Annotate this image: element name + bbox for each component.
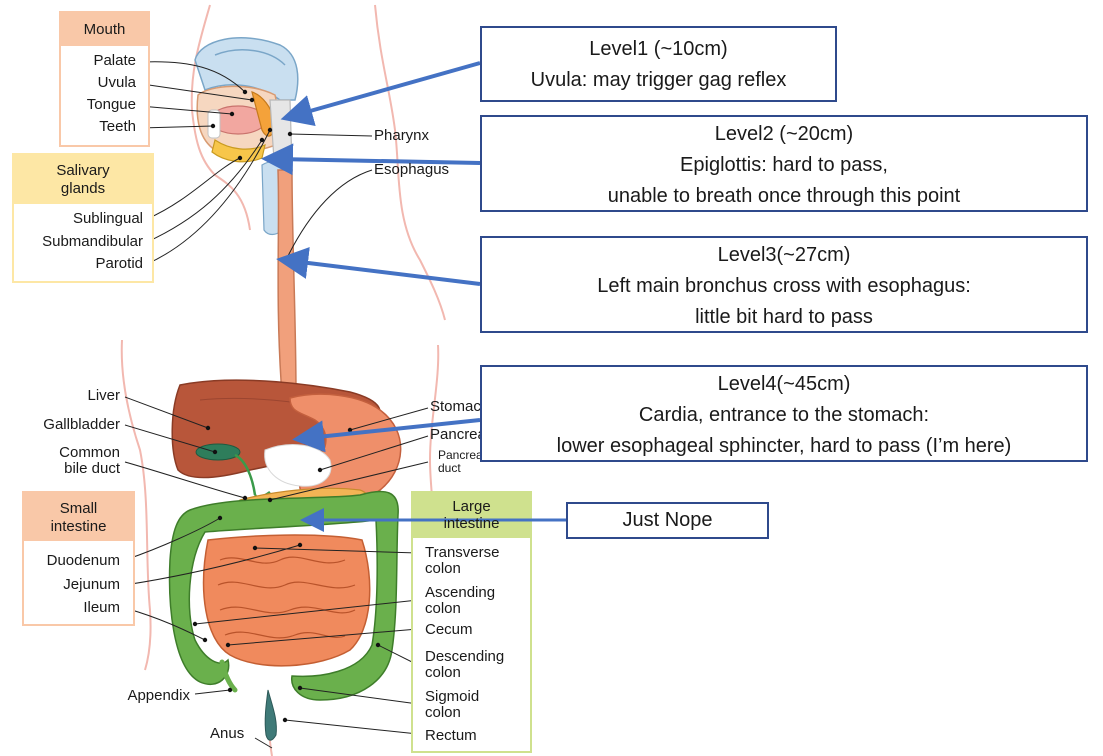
mouth-group: Mouth (60, 12, 149, 146)
callout-level1: Level1 (~10cm) Uvula: may trigger gag re… (480, 26, 837, 102)
callout-level4: Level4(~45cm) Cardia, entrance to the st… (480, 365, 1088, 462)
arrow-level4 (292, 418, 481, 453)
label-duodenum: Duodenum (46, 552, 120, 569)
callout-just-nope: Just Nope (566, 502, 769, 539)
label-ileum: Ileum (83, 599, 120, 616)
label-rectum: Rectum (425, 727, 477, 744)
mouth-title: Mouth (83, 21, 126, 38)
small-intestine-title-2: intestine (50, 518, 107, 535)
label-pharynx: Pharynx (374, 127, 430, 144)
large-intestine-shape (168, 490, 399, 701)
label-jejunum: Jejunum (63, 576, 120, 593)
label-descending-colon: Descending colon (425, 648, 505, 681)
arrow-level2 (261, 143, 481, 176)
label-teeth: Teeth (99, 118, 136, 135)
label-submandibular: Submandibular (42, 233, 143, 250)
label-parotid: Parotid (95, 255, 143, 272)
label-liver: Liver (87, 387, 120, 404)
label-common-bile-duct: Common bile duct (59, 444, 120, 477)
label-uvula: Uvula (97, 74, 136, 91)
label-pancreas: Pancreas (430, 426, 494, 443)
large-intestine-title-2: intestine (443, 515, 500, 532)
esophagus-tube (277, 169, 297, 396)
salivary-title-2: glands (60, 180, 106, 197)
large-intestine-group: Large intestine (412, 492, 531, 752)
label-esophagus: Esophagus (374, 161, 450, 178)
label-cecum: Cecum (425, 621, 473, 638)
arrow-level3 (276, 247, 481, 286)
label-palate: Palate (93, 52, 136, 69)
appendix-shape (219, 659, 238, 693)
label-appendix: Appendix (127, 687, 190, 704)
label-sublingual: Sublingual (72, 210, 143, 227)
small-intestine-shape (202, 534, 371, 667)
label-tongue: Tongue (86, 96, 136, 113)
gallbladder-shape (195, 443, 241, 461)
callout-level2: Level2 (~20cm) Epiglottis: hard to pass,… (480, 115, 1088, 212)
small-intestine-group: Small intestine (23, 492, 134, 625)
label-anus: Anus (210, 725, 245, 742)
small-intestine-title-1: Small (59, 500, 98, 517)
label-ascending-colon: Ascending colon (425, 584, 496, 617)
salivary-group: Salivary glands (13, 154, 153, 282)
label-stomach: Stomach (430, 398, 490, 415)
arrow-level1 (280, 61, 481, 127)
callout-level3: Level3(~27cm) Left main bronchus cross w… (480, 236, 1088, 333)
salivary-title-1: Salivary (56, 162, 110, 179)
large-intestine-title-1: Large (452, 498, 491, 515)
label-transverse-colon: Transverse colon (425, 544, 500, 577)
label-sigmoid-colon: Sigmoid colon (425, 688, 480, 721)
callout-arrows (261, 61, 566, 532)
leader-lines (124, 61, 429, 749)
label-gallbladder: Gallbladder (43, 416, 120, 433)
group-boxes (12, 11, 532, 753)
leader-dots (192, 89, 381, 723)
